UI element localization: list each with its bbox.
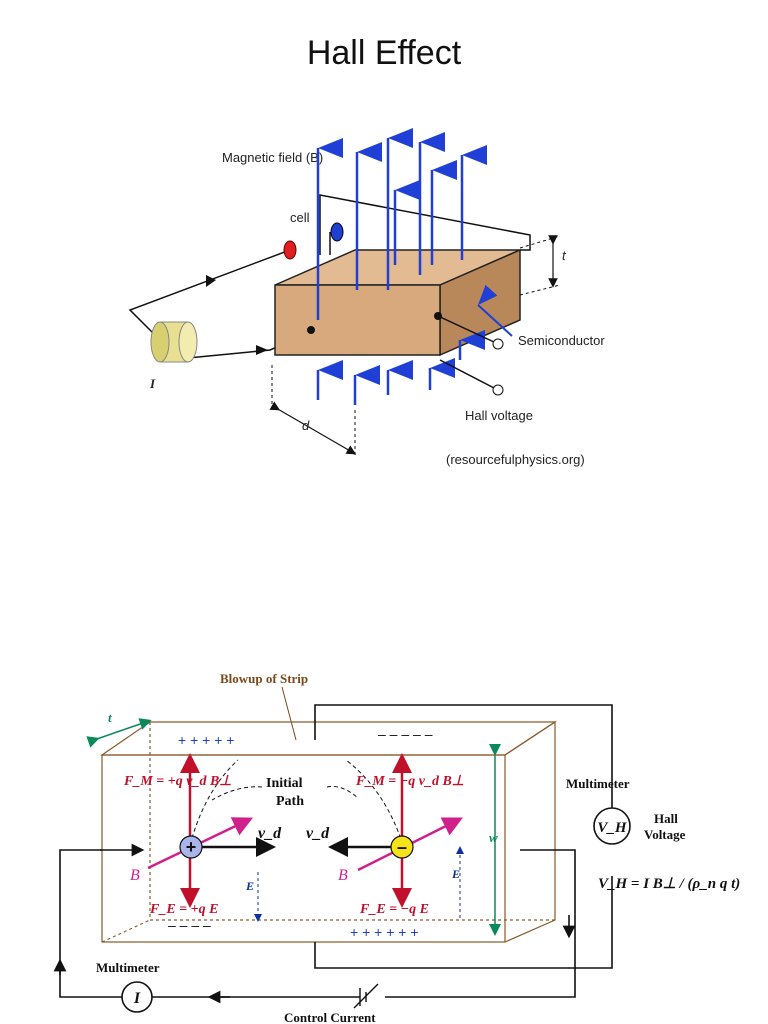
hall-voltage-leads: [437, 315, 495, 389]
magnetic-field-label: Magnetic field (B): [222, 150, 323, 165]
credit-label: (resourcefulphysics.org): [446, 452, 585, 467]
hall-voltage-label: Hall voltage: [465, 408, 533, 423]
semiconductor-pointer: [477, 284, 513, 337]
initial-path-curve-left: [211, 786, 263, 801]
cell-label: cell: [290, 210, 310, 225]
hall-formula: V_H = I B⊥ / (ρ_n q t): [598, 876, 740, 892]
fm-left-label: F_M = +q v_d B⊥: [123, 774, 232, 789]
battery-icon: [353, 983, 379, 1009]
semiconductor-block: [274, 248, 521, 357]
voltmeter-symbol: V_H: [597, 820, 628, 836]
hall-voltage-text: Hall Voltage: [644, 811, 686, 842]
blue-probe-icon: [330, 222, 344, 242]
e-right-label: E: [451, 867, 460, 881]
voltmeter-icon: [593, 807, 631, 845]
negative-charges-bottom: – – – –: [168, 917, 211, 933]
vd-right-label: v_d: [306, 825, 330, 842]
control-current-label: Control Current: [284, 1010, 376, 1024]
blowup-pointer: [281, 686, 297, 741]
initial-path-line-2: Path: [276, 794, 304, 809]
initial-path-label: Initial Path: [266, 776, 306, 809]
blowup-label: Blowup of Strip: [220, 671, 308, 686]
e-left-label: E: [245, 879, 254, 893]
path-curve-negative: [345, 759, 404, 846]
negative-charges-top: – – – – –: [378, 726, 433, 742]
initial-path-curve-right: [326, 786, 359, 799]
thickness-dimension: [519, 235, 561, 296]
depth-dimension: [271, 365, 356, 458]
w-label: w: [489, 830, 498, 845]
multimeter-top-label: Multimeter: [566, 776, 630, 791]
b-right-label: B: [338, 867, 348, 884]
positive-charges-bottom: + + + + + +: [350, 924, 419, 940]
hall-voltage-line-2: Voltage: [644, 827, 686, 842]
magnetic-field-arrows: [316, 128, 487, 405]
current-arrow-icon-2: [256, 345, 268, 355]
fm-right-label: F_M = −q v_d B⊥: [355, 774, 464, 789]
current-source-icon: [150, 321, 198, 363]
ammeter-symbol: I: [133, 990, 141, 1007]
vd-left-label: v_d: [258, 825, 282, 842]
negative-charge-icon: [390, 835, 414, 859]
t-arrow: [86, 718, 152, 748]
fe-left-label: F_E = +q E: [149, 902, 218, 917]
strip-outline: [100, 720, 557, 943]
terminal-icon: [492, 338, 504, 350]
fe-right-label: F_E = −q E: [359, 902, 429, 917]
plus-symbol: +: [186, 837, 197, 857]
semiconductor-label: Semiconductor: [518, 333, 605, 348]
depth-arrow: [269, 401, 357, 455]
minus-symbol: –: [397, 837, 407, 857]
positive-charge-icon: [179, 835, 203, 859]
terminal-icon-2: [492, 384, 504, 396]
initial-path-line-1: Initial: [266, 776, 303, 791]
depth-label: d: [302, 418, 310, 433]
multimeter-bottom-label: Multimeter: [96, 960, 160, 975]
contact-dot-left: [307, 326, 315, 334]
thickness-label: t: [562, 248, 567, 263]
positive-charges-top: + + + + +: [178, 732, 234, 748]
ammeter-icon: [121, 981, 153, 1013]
path-curve-positive: [189, 759, 239, 846]
red-probe-icon: [283, 240, 297, 260]
t-label: t: [108, 710, 112, 725]
page-title: Hall Effect: [306, 34, 462, 72]
current-arrow-icon: [206, 275, 216, 287]
control-circuit-wire: [59, 704, 613, 998]
current-label: I: [149, 376, 156, 391]
b-left-label: B: [130, 867, 140, 884]
hall-voltage-line-1: Hall: [654, 811, 678, 826]
